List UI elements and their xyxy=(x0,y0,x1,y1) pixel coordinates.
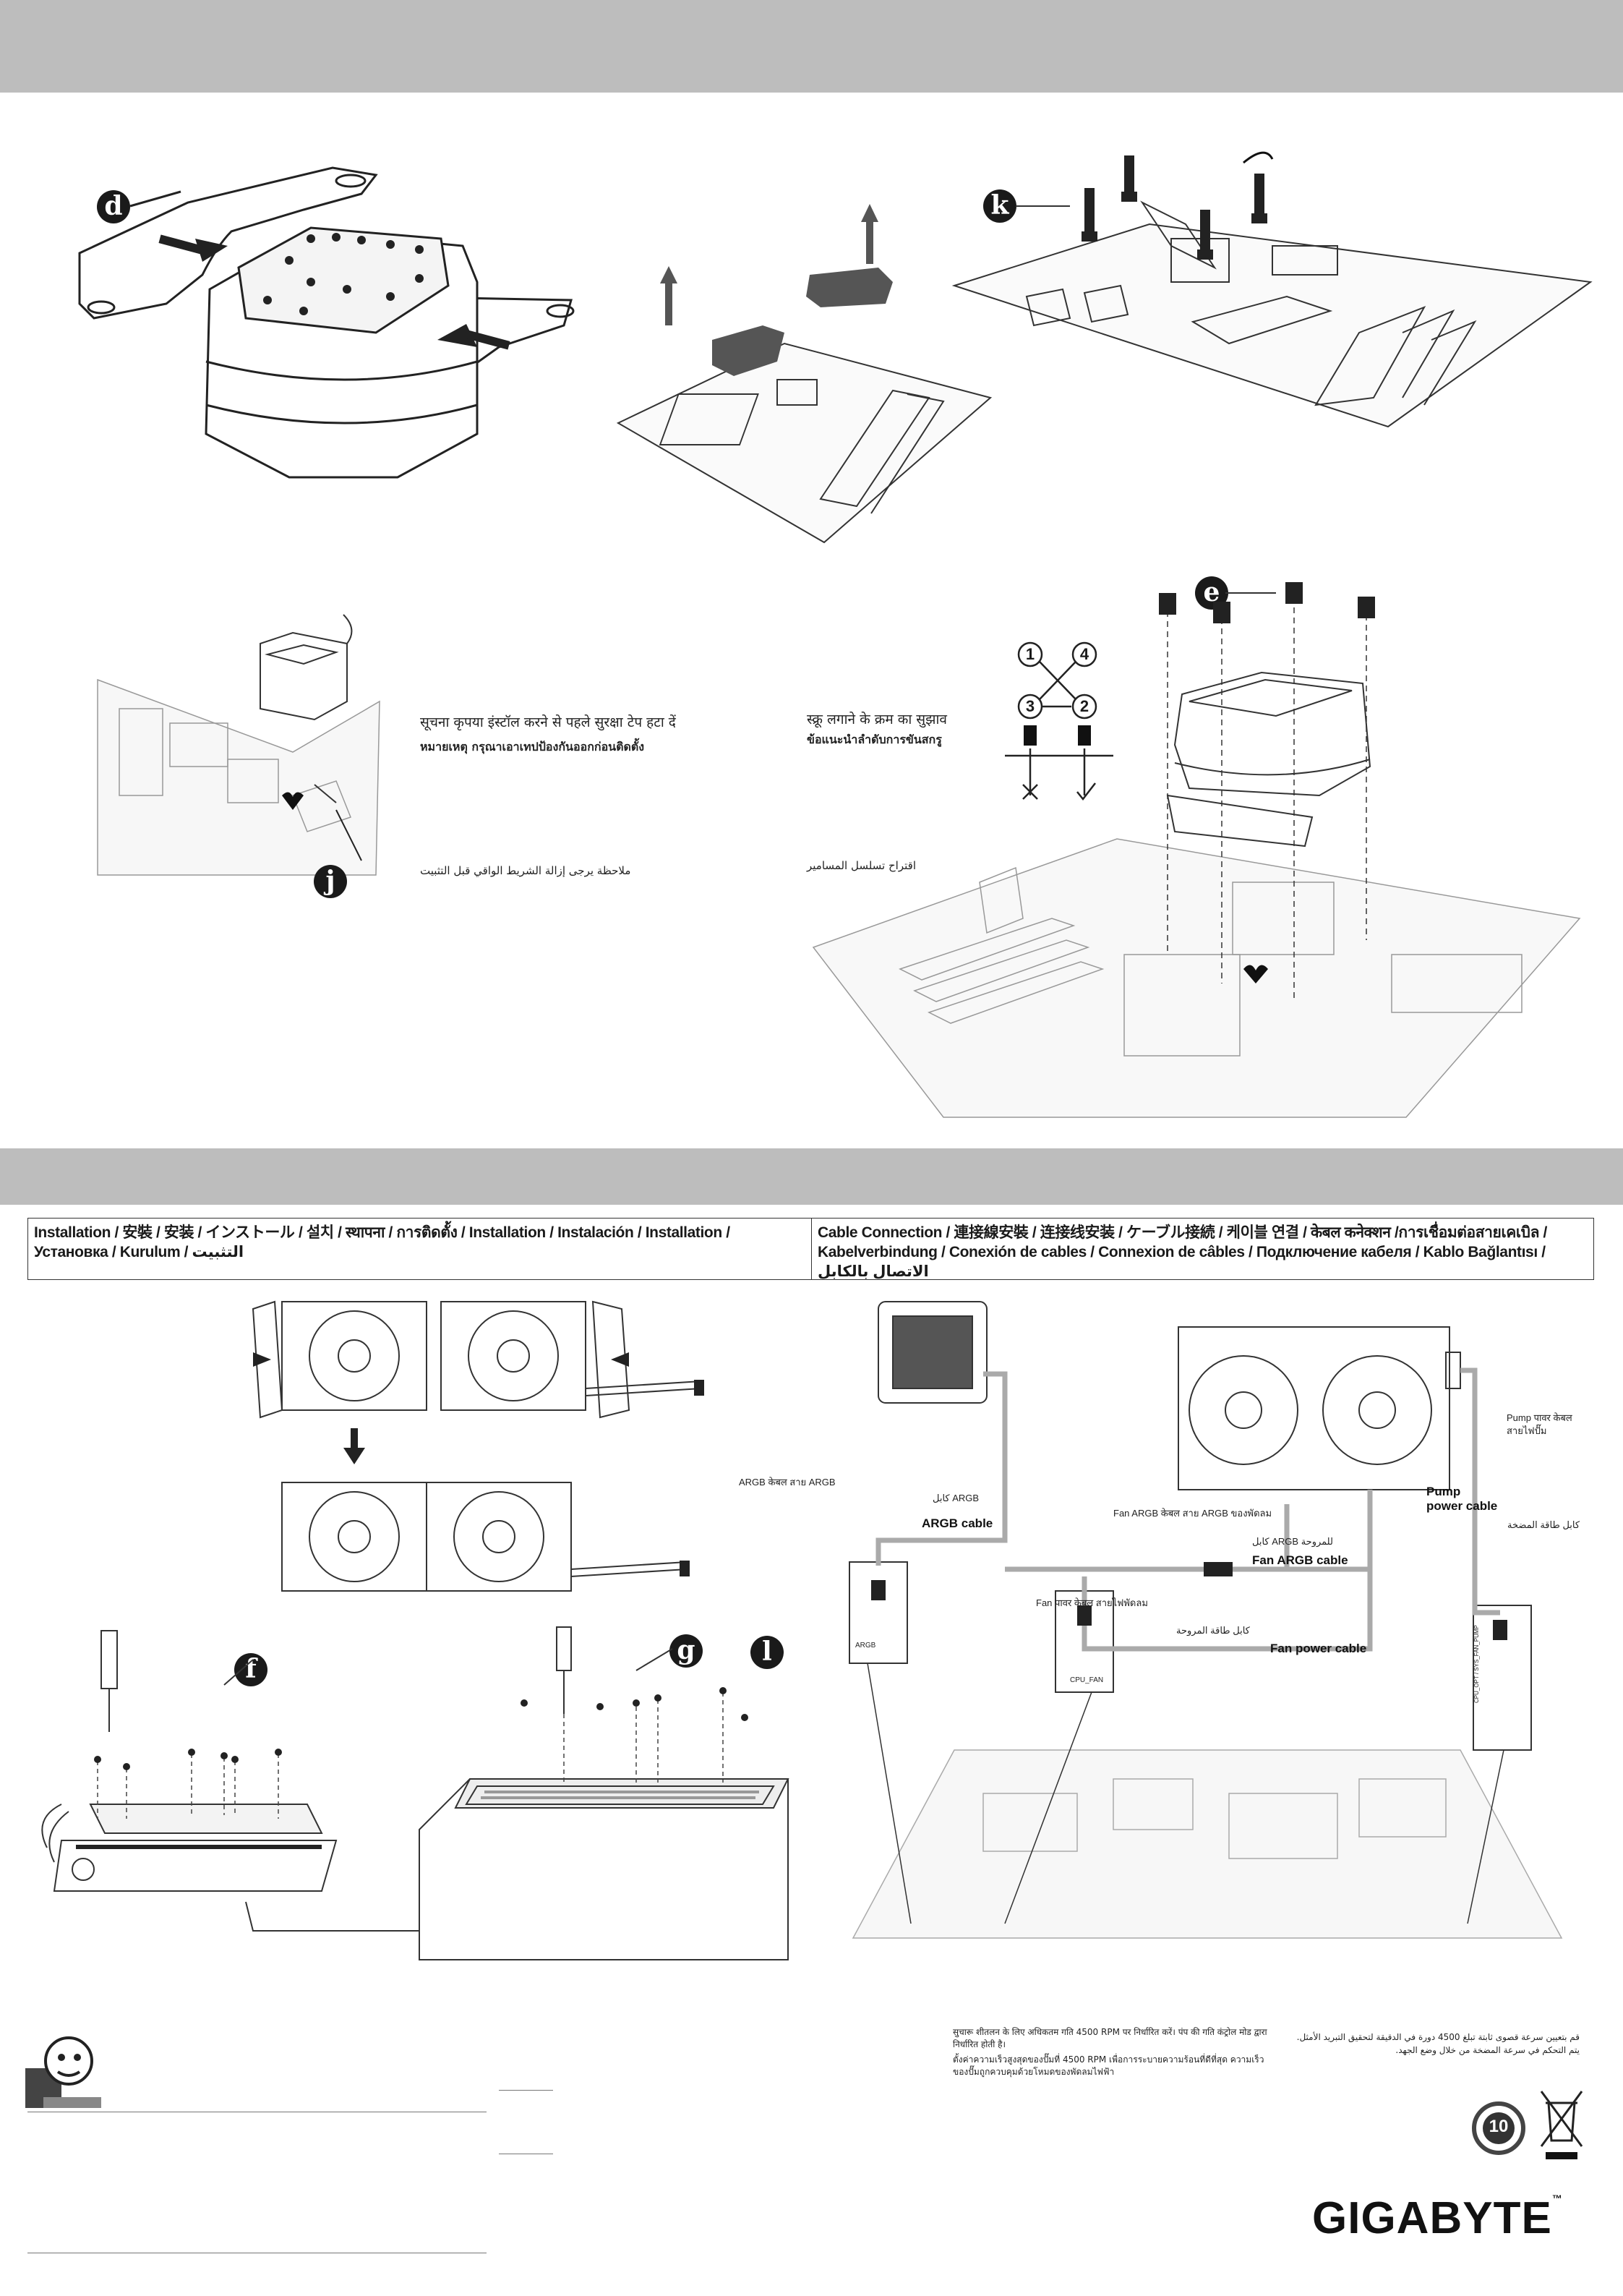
header-pump: CPU_OPT / SYS_FAN_PUMP xyxy=(1473,1625,1480,1703)
step-marker-f: f xyxy=(234,1653,267,1686)
step-marker-l: l xyxy=(750,1636,784,1669)
label-fan-argb-arabic: كابل ARGB للمروحة xyxy=(1252,1536,1333,1547)
screw-order-2: 2 xyxy=(1079,697,1089,715)
pump-mount-illustration xyxy=(812,582,1581,1118)
step-marker-e: e xyxy=(1195,576,1228,610)
step-marker-k: k xyxy=(983,189,1016,223)
step-marker-d: d xyxy=(97,190,130,223)
label-argb-cable-hindi-thai: ARGB केबल สาย ARGB xyxy=(739,1477,836,1488)
footnote-arabic: قم بتعيين سرعة قصوى ثابتة تبلغ 4500 دورة… xyxy=(1296,2032,1580,2055)
screw-order-1: 1 xyxy=(1025,645,1035,663)
screw-order-3: 3 xyxy=(1025,697,1035,715)
footnote-thai: ตั้งค่าความเร็วสูงสุดของปั๊มที่ 4500 RPM… xyxy=(953,2054,1264,2077)
brand-name: GIGABYTE xyxy=(1312,2193,1552,2243)
note-remove-tape-arabic: ملاحظة يرجى إزالة الشريط الواقي قبل التث… xyxy=(420,864,631,877)
step-marker-g: g xyxy=(669,1634,703,1668)
top-band xyxy=(0,0,1623,93)
label-pump-hindi-thai: Pump पावर केबल สายไฟปั๊ม xyxy=(1507,1412,1572,1436)
pump-bracket-illustration xyxy=(78,166,575,479)
label-fan-argb-cable: Fan ARGB cable xyxy=(1252,1553,1348,1567)
label-pump-power-cable: Pump power cable xyxy=(1426,1485,1498,1513)
label-fan-power-hindi-thai: Fan पावर केबल สายไฟพัดลม xyxy=(1036,1597,1148,1608)
weee-bin-icon xyxy=(1540,2091,1583,2159)
divider xyxy=(499,2090,553,2091)
trademark: ™ xyxy=(1551,2193,1562,2204)
fan-assembly-illustration xyxy=(252,1300,704,1592)
label-pump-arabic: كابل طاقة المضخة xyxy=(1507,1519,1580,1530)
backplate-removal-illustration xyxy=(616,204,993,544)
cable-connection-header: Cable Connection / 連接線安裝 / 连接线安装 / ケーブル接… xyxy=(811,1218,1594,1280)
note-screw-order-hindi: स्क्रू लगाने के क्रम का सुझाव xyxy=(807,712,947,727)
installation-header: Installation / 安裝 / 安装 / インストール / 설치 / स… xyxy=(27,1218,813,1280)
label-fan-argb-hindi-thai: Fan ARGB केबल สาย ARGB ของพัดลม xyxy=(1113,1508,1272,1519)
env-protection-years: 10 xyxy=(1489,2117,1509,2136)
screw-order-diagram xyxy=(1005,641,1113,801)
env-protection-icon xyxy=(1472,2101,1525,2155)
note-remove-tape-hindi: सूचना कृपया इंस्टॉल करने से पहले सुरक्षा… xyxy=(420,714,676,730)
cable-connection-diagram xyxy=(849,1301,1563,1939)
footnote-hindi: सुचारू शीतलन के लिए अधिकतम गति 4500 RPM … xyxy=(953,2027,1267,2049)
radiator-screw-illustration xyxy=(41,1630,338,1892)
remove-tape-illustration xyxy=(97,614,380,876)
standoff-install-illustration xyxy=(951,151,1593,428)
middle-band xyxy=(0,1148,1623,1205)
note-remove-tape-thai: หมายเหตุ กรุณาเอาเทปป้องกันออกก่อนติดตั้… xyxy=(420,740,645,754)
note-screw-order-thai: ข้อแนะนำลำดับการขันสกรู xyxy=(807,733,942,746)
step-marker-j: j xyxy=(314,865,347,898)
screw-order-4: 4 xyxy=(1079,645,1089,663)
gigabyte-logo: GIGABYTE™ xyxy=(1312,2193,1562,2244)
support-mascot-icon xyxy=(25,2036,101,2108)
case-mount-illustration xyxy=(245,1626,789,1960)
note-screw-order-arabic: اقتراح تسلسل المسامير xyxy=(807,859,916,872)
label-argb-cable-arabic: كابل ARGB xyxy=(933,1493,980,1503)
label-argb-cable: ARGB cable xyxy=(922,1516,993,1530)
label-fan-power-arabic: كابل طاقة المروحة xyxy=(1176,1625,1250,1636)
header-cpu-fan: CPU_FAN xyxy=(1070,1676,1104,1684)
label-fan-power-cable: Fan power cable xyxy=(1270,1642,1367,1655)
header-argb: ARGB xyxy=(855,1642,876,1650)
